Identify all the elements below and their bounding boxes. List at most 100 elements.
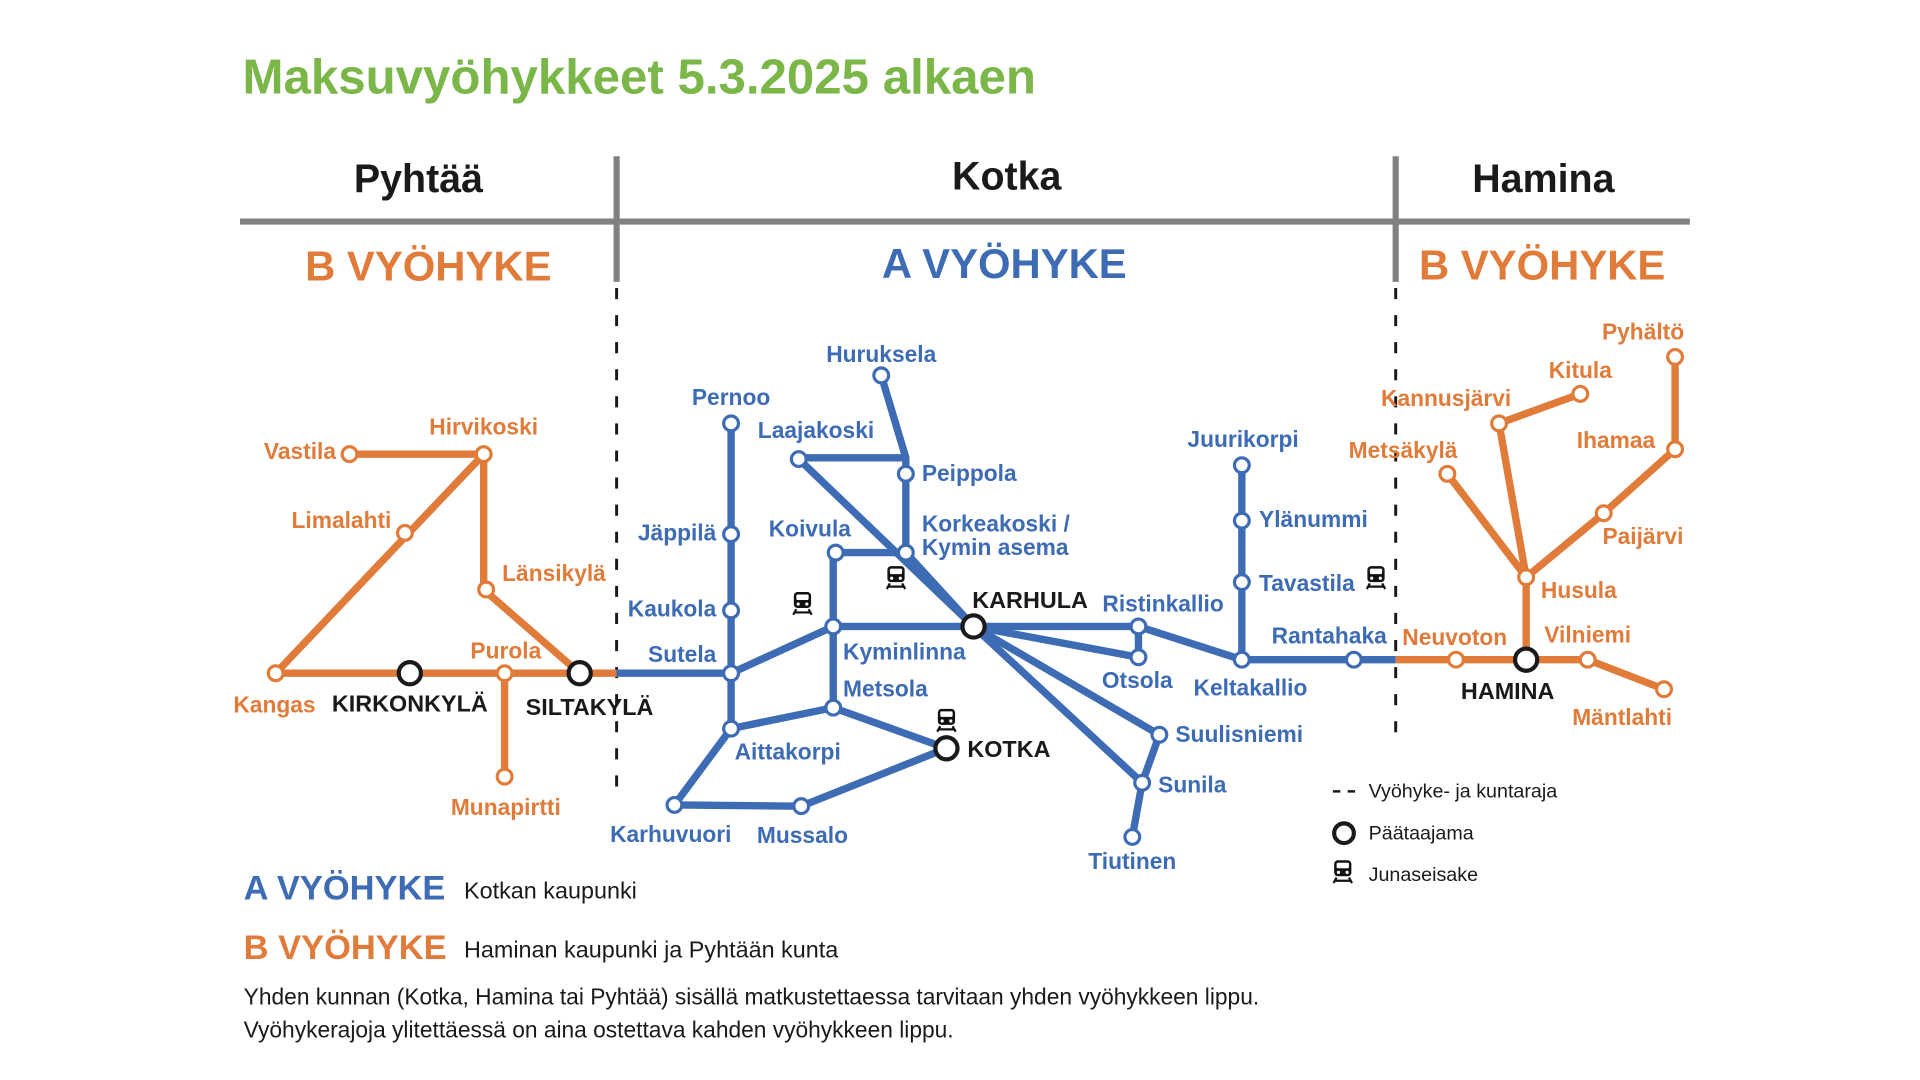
stop-kitula-marker [1571,384,1590,403]
zone-borders [615,288,1398,788]
stop-paijarvi-marker [1594,504,1613,523]
stop-hirvikoski-label: Hirvikoski [429,413,538,439]
stop-peippola-marker [896,464,915,483]
stop-vilniemi-label: Vilniemi [1544,621,1631,647]
route-karhula-sunila [971,623,1145,786]
town-kirkonkyla-marker [396,660,424,687]
stop-keltakallio-marker [1232,650,1251,669]
stop-sutela-marker [722,664,741,683]
stop-pyhalto-marker [1666,347,1685,366]
stop-munapirtti-label: Munapirtti [451,794,561,820]
stop-kaukola-marker [722,601,741,620]
stop-tiutinen-marker [1123,827,1142,846]
stop-kangas-label: Kangas [233,692,315,718]
route-karhula-suulisniemi [971,623,1162,738]
town-kirkonkyla-label: KIRKONKYLÄ [332,690,488,716]
note-zone-b-description: Haminan kaupunki ja Pyhtään kunta [464,937,838,963]
stop-kyminlinna-label: Kyminlinna [843,639,966,665]
stop-korkeakoski-label-line1: Korkeakoski / [922,511,1071,537]
stop-juurikorpi-label: Juurikorpi [1187,426,1298,452]
stop-mussalo-label: Mussalo [757,822,848,848]
stop-karhuvuori-marker [665,795,684,814]
stop-mussalo-marker [792,797,811,816]
labels-kotka: Huruksela Pernoo Laajakoski Peippola Jäp… [610,341,1387,874]
route-husula-paijarvi-ihamaa-pyhalto [1523,356,1679,581]
town-karhula-marker [960,613,987,640]
stop-aittakorpi-label: Aittakorpi [735,738,841,764]
stop-pernoo-marker [722,414,741,433]
train-icon [1365,565,1387,591]
stop-huruksela-marker [872,366,891,385]
stop-hirvikoski-marker [474,445,493,464]
note-zone-b-label: B VYÖHYKE [244,928,447,967]
stop-keltakallio-label: Keltakallio [1194,674,1308,700]
zone-notes: A VYÖHYKE Kotkan kaupunki B VYÖHYKE Hami… [244,869,1259,1043]
stop-ylanummi-label: Ylänummi [1259,506,1368,532]
stop-sunila-label: Sunila [1158,772,1227,798]
ring-icon [1332,821,1356,846]
town-hamina-label: HAMINA [1461,678,1555,704]
town-hamina-marker [1512,646,1540,673]
stop-paijarvi-label: Paijärvi [1602,523,1683,549]
stop-kannusjarvi-marker [1490,414,1509,433]
zone-label-pyhtaa: B VYÖHYKE [305,243,551,290]
stop-ristinkallio-label: Ristinkallio [1102,591,1223,617]
municipality-kotka: Kotka [952,155,1062,199]
stop-metsakyla-label: Metsäkylä [1349,437,1458,463]
zone-label-kotka: A VYÖHYKE [882,240,1127,287]
zone-label-hamina: B VYÖHYKE [1419,241,1665,288]
stop-vastila-label: Vastila [264,438,336,464]
train-icon [885,565,907,591]
stop-ylanummi-marker [1232,511,1251,530]
route-husula-kannusjarvi-kitula [1495,390,1582,578]
route-husula-metsakyla [1444,471,1530,580]
note-rule-line-2: Vyöhykerajoja ylitettäessä on aina ostet… [244,1017,954,1043]
stop-limalahti-marker [395,523,414,542]
stop-neuvoton-label: Neuvoton [1402,624,1507,650]
stop-sutela-label: Sutela [648,641,717,667]
page-title: Maksuvyöhykkeet 5.3.2025 alkaen [242,50,1035,105]
stop-metsola-label: Metsola [843,676,928,702]
stop-munapirtti-marker [495,767,514,786]
train-icon [1332,859,1354,885]
stop-kaukola-label: Kaukola [628,596,717,622]
legend-zone-border-label: Vyöhyke- ja kuntaraja [1369,781,1558,803]
stop-laajakoski-marker [789,450,808,469]
municipality-hamina: Hamina [1472,157,1615,201]
stop-kannusjarvi-label: Kannusjärvi [1381,385,1511,411]
route-karhula-otsola [972,622,1140,661]
stop-kitula-label: Kitula [1549,357,1613,383]
stop-vastila-marker [340,445,359,464]
stop-aittakorpi-marker [722,719,741,738]
stop-purola-marker [495,664,514,683]
stop-huruksela-label: Huruksela [826,341,936,367]
stop-korkeakoski-marker [896,543,915,562]
stops-pyhtaa [266,445,593,786]
stop-ihamaa-marker [1666,440,1685,459]
stop-neuvoton-marker [1447,650,1465,669]
stop-sunila-marker [1133,773,1152,792]
town-siltakyla-marker [566,660,593,687]
town-kotka-label: KOTKA [967,736,1050,762]
stop-lansikyla-marker [477,580,496,599]
labels-pyhtaa: Vastila Hirvikoski Limalahti Länsikylä P… [233,413,653,819]
stop-juurikorpi-marker [1232,456,1251,475]
stop-lansikyla-label: Länsikylä [502,560,606,586]
stop-husula-label: Husula [1541,577,1617,603]
municipality-pyhtaa: Pyhtää [354,157,483,201]
stop-kyminlinna-marker [824,617,843,636]
stops-kotka [665,366,1363,846]
route-hirvikoski-limalahti-kangas [273,451,487,676]
note-zone-a-description: Kotkan kaupunki [464,877,637,903]
town-karhula-label: KARHULA [972,587,1088,613]
stop-otsola-marker [1129,648,1148,667]
stop-rantahaka-label: Rantahaka [1272,623,1387,649]
stop-suulisniemi-label: Suulisniemi [1175,721,1303,747]
header: Pyhtää Kotka Hamina B VYÖHYKE A VYÖHYKE … [240,155,1690,290]
legend-main-town-label: Päätaajama [1369,822,1474,844]
town-kotka-marker [933,735,960,762]
stop-pernoo-label: Pernoo [692,384,770,410]
stop-vilniemi-marker [1578,650,1597,669]
stop-tavastila-label: Tavastila [1259,570,1355,596]
